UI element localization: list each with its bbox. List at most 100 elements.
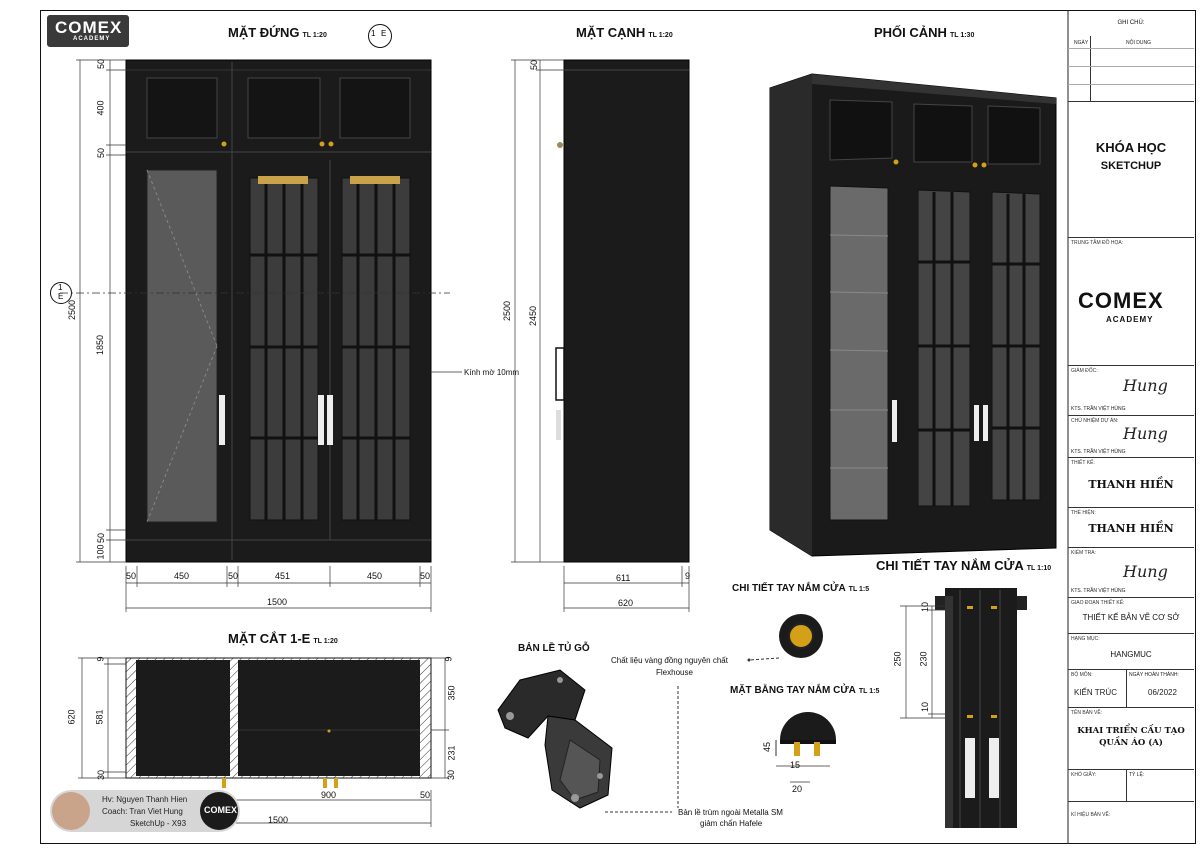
note-material: Chất liệu vàng đồng nguyên chất [611, 656, 728, 665]
note-material2: Flexhouse [656, 668, 693, 677]
drawing-frame [40, 10, 1196, 844]
section-mark-letter: E [381, 29, 387, 38]
dim-det-10b: 10 [920, 701, 931, 713]
tb-draw-lbl: THỂ HIỆN: [1071, 510, 1096, 516]
logo-badge: COMEX ACADEMY [47, 15, 129, 47]
dim-side-inner-h: 2450 [528, 305, 539, 327]
tb-notes: GHI CHÚ: NGÀY NỘI DUNG [1068, 12, 1194, 102]
front-dimensions [60, 59, 450, 612]
dim-sec-30: 30 [96, 769, 107, 781]
tb-dept: KIẾN TRÚC [1074, 688, 1117, 697]
tb-stage-lbl: GIAO ĐOẠN THIẾT KẾ: [1071, 600, 1125, 606]
course-name: SketchUp - X93 [130, 819, 187, 828]
dim-front-h4: 1850 [95, 334, 106, 356]
tb-grid-v [1090, 36, 1091, 102]
dim-front-w1: 50 [126, 571, 137, 581]
logo-sub: ACADEMY [73, 36, 111, 42]
tb-director: KTS. TRẦN VIỆT HÙNG [1071, 406, 1126, 412]
dim-front-h3: 50 [96, 147, 107, 159]
coach-name: Coach: Tran Viet Hung [102, 807, 183, 816]
dim-side-w: 611 [616, 573, 631, 583]
tb-draw: THỂ HIỆN: THANH HIỀN [1068, 508, 1194, 548]
section-marker-top: 1 E [368, 24, 392, 48]
section-view [125, 657, 432, 788]
hinge-title: BẢN LỀ TỦ GỖ [518, 643, 590, 654]
tb-dept-divider [1126, 670, 1127, 708]
dim-sec-9: 9 [95, 656, 106, 662]
tb-stage: THIẾT KẾ BẢN VẼ CƠ SỞ [1082, 613, 1180, 622]
dim-det-250: 250 [892, 651, 903, 667]
badge-logo: COMEX [200, 792, 238, 830]
section-mark-letter-left: E [58, 292, 64, 301]
tb-design: THANH HIỀN [1088, 478, 1174, 491]
tb-design-lbl: THIẾT KẾ: [1071, 460, 1095, 466]
dim-side-total-h: 2500 [502, 300, 513, 322]
dim-sec-h: 620 [66, 709, 77, 725]
dim-sec-231: 231 [446, 745, 457, 761]
dim-front-h6: 100 [95, 544, 106, 560]
tb-grid-h2 [1068, 66, 1194, 67]
dim-front-h5: 50 [96, 532, 107, 544]
tb-drawing1: KHAI TRIỂN CẤU TẠO [1077, 726, 1185, 736]
tb-date-lbl: NGÀY HOÀN THÀNH: [1129, 672, 1179, 678]
tb-logo: COMEX [1078, 288, 1164, 313]
student-name: Hv: Nguyen Thanh Hien [102, 795, 188, 804]
logo-text: COMEX [55, 18, 123, 37]
tb-grid-h1 [1068, 48, 1194, 49]
dim-plan-15: 15 [790, 760, 801, 770]
dim-front-h1: 50 [96, 58, 107, 70]
tb-ghichu: GHI CHÚ: [1117, 20, 1145, 26]
tb-code: KÍ HIỆU BẢN VẼ: [1068, 802, 1194, 842]
tb-paper-lbl: KHỔ GIẤY: [1071, 772, 1097, 778]
tb-director: GIÁM ĐỐC: Hung KTS. TRẦN VIỆT HÙNG [1068, 366, 1194, 416]
title-block: GHI CHÚ: NGÀY NỘI DUNG KHÓA HỌC SKETCHUP… [1068, 12, 1194, 842]
perspective-view [769, 73, 1057, 557]
handle-detail-view [935, 588, 1027, 828]
tb-director-sig: Hung [1123, 376, 1168, 395]
tb-draw: THANH HIỀN [1088, 522, 1174, 535]
dim-plan-45: 45 [762, 741, 773, 753]
tb-grid-h3 [1068, 84, 1194, 85]
dim-sec-50: 50 [420, 790, 431, 800]
tb-date: 06/2022 [1148, 688, 1177, 697]
tb-drawing: TÊN BẢN VẼ: KHAI TRIỂN CẤU TẠO QUẦN ÁO (… [1068, 708, 1194, 770]
tb-dept: BỘ MÔN: KIẾN TRÚC NGÀY HOÀN THÀNH: 06/20… [1068, 670, 1194, 708]
section-mark-num: 1 [371, 29, 376, 38]
tb-pm: KTS. TRẦN VIỆT HÙNG [1071, 449, 1126, 455]
tb-pm-lbl: CHỦ NHIỆM DỰ ÁN: [1071, 418, 1119, 424]
dim-sec-350: 350 [446, 685, 457, 701]
tb-center: TRUNG TÂM ĐỒ HỌA: COMEX ACADEMY [1068, 238, 1194, 366]
tb-design: THIẾT KẾ: THANH HIỀN [1068, 458, 1194, 508]
tb-check-sig: Hung [1123, 562, 1168, 581]
tb-item: HẠNG MỤC: HANGMUC [1068, 634, 1194, 670]
note-hinge2: giảm chấn Hafele [700, 819, 763, 828]
dim-plan-20: 20 [792, 784, 803, 794]
tb-logo-sub: ACADEMY [1106, 315, 1154, 324]
tb-paper: KHỔ GIẤY: TỶ LỆ: [1068, 770, 1194, 802]
dim-front-w2: 450 [174, 571, 190, 581]
tb-course1: KHÓA HỌC [1095, 140, 1167, 155]
dim-det-230: 230 [918, 651, 929, 667]
side-elevation [555, 59, 690, 563]
dim-sec-900: 900 [321, 790, 337, 800]
dim-front-w5: 450 [367, 571, 383, 581]
tb-drawing-lbl: TÊN BẢN VẼ: [1071, 710, 1103, 716]
dim-side-total-w: 620 [618, 598, 634, 608]
tb-drawing2: QUẦN ÁO (A) [1099, 738, 1163, 748]
tb-pm-sig: Hung [1123, 424, 1168, 443]
note-hinge: Bản lề trùm ngoài Metalla SM [678, 808, 783, 817]
tb-pm: CHỦ NHIỆM DỰ ÁN: Hung KTS. TRẦN VIỆT HÙN… [1068, 416, 1194, 458]
tb-item-lbl: HẠNG MỤC: [1071, 636, 1100, 642]
tb-ratio-lbl: TỶ LỆ: [1129, 772, 1145, 778]
tb-director-lbl: GIÁM ĐỐC: [1071, 368, 1098, 374]
tb-center-lbl: TRUNG TÂM ĐỒ HỌA: [1071, 240, 1124, 246]
tb-check: KIỂM TRA: Hung KTS. TRẦN VIỆT HÙNG [1068, 548, 1194, 598]
dim-sec-total: 1500 [268, 815, 289, 825]
